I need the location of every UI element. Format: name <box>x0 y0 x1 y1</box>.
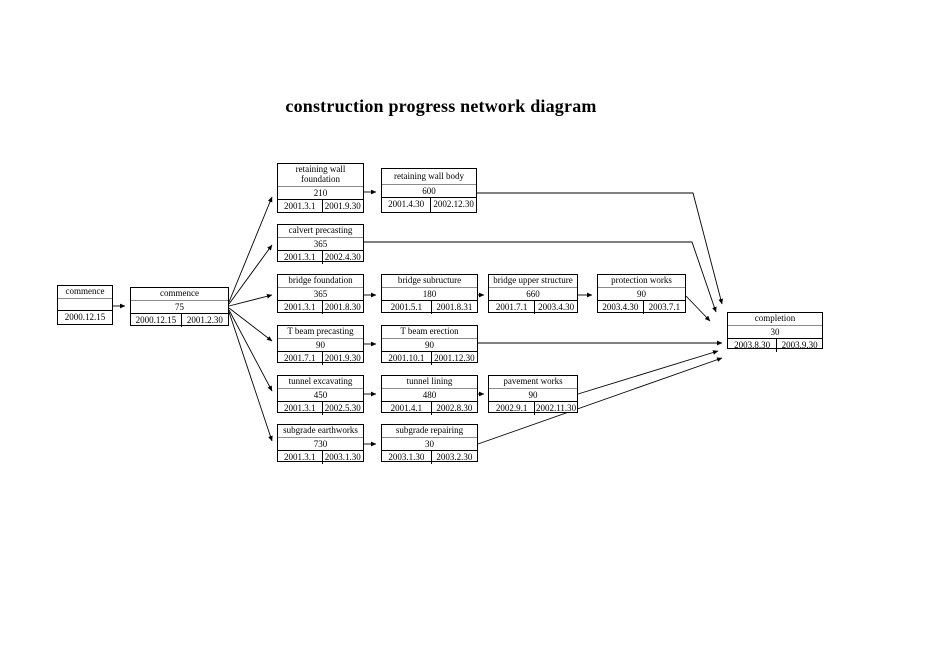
node-duration: 450 <box>278 389 363 402</box>
node-start-date: 2001.5.1 <box>382 300 432 314</box>
node-title: bridge upper structure <box>489 275 577 288</box>
node-title: commence <box>58 286 112 299</box>
node-end-date: 2001.8.31 <box>436 301 473 312</box>
arrow-connector <box>228 307 273 342</box>
node-date: 2000.12.15 <box>64 312 106 322</box>
node-subgrade-earthworks: subgrade earthworks 730 2001.3.1 2003.1.… <box>277 424 364 464</box>
node-title: retaining wall foundation <box>278 164 363 187</box>
arrow-connector <box>228 293 273 307</box>
node-start-date: 2000.12.15 <box>131 313 182 327</box>
node-duration: 365 <box>278 238 363 251</box>
node-start-date: 2002.9.1 <box>489 401 536 415</box>
node-pavement-works: pavement works 90 2002.9.1 2002.11.30 <box>488 375 578 415</box>
node-start-date: 2003.4.30 <box>598 300 644 314</box>
node-end-date: 2001.9.30 <box>324 200 361 211</box>
node-duration: 90 <box>598 288 685 301</box>
node-end-date: 2002.11.30 <box>536 402 577 413</box>
node-duration: 600 <box>382 185 476 198</box>
node-start-date: 2001.4.30 <box>382 198 432 212</box>
node-start-date: 2003.1.30 <box>382 450 432 464</box>
node-title: bridge foundation <box>278 275 363 288</box>
node-title: T beam erection <box>382 326 477 339</box>
node-end-date: 2002.5.30 <box>324 402 361 413</box>
node-duration: 480 <box>382 389 477 402</box>
node-start-date: 2001.3.1 <box>278 250 323 264</box>
node-bridge-upper-structure: bridge upper structure 660 2001.7.1 2003… <box>488 274 578 314</box>
node-t-beam-precasting: T beam precasting 90 2001.7.1 2001.9.30 <box>277 325 364 365</box>
node-duration <box>58 299 112 311</box>
node-start-date: 2001.10.1 <box>382 351 432 365</box>
node-title: pavement works <box>489 376 577 389</box>
node-duration: 90 <box>382 339 477 352</box>
node-commence-start: commence 2000.12.15 <box>57 285 113 325</box>
node-start-date: 2001.7.1 <box>278 351 323 365</box>
node-calvert-precasting: calvert precasting 365 2001.3.1 2002.4.3… <box>277 224 364 264</box>
node-title: completion <box>728 313 822 326</box>
node-title: retaining wall body <box>382 169 476 185</box>
node-duration: 90 <box>278 339 363 352</box>
node-title: T beam precasting <box>278 326 363 339</box>
node-end-date: 2003.7.1 <box>648 301 681 312</box>
node-end-date: 2003.2.30 <box>436 451 473 462</box>
node-duration: 210 <box>278 187 363 200</box>
node-duration: 180 <box>382 288 477 301</box>
arrow-connector <box>228 196 273 303</box>
node-subgrade-repairing: subgrade repairing 30 2003.1.30 2003.2.3… <box>381 424 478 464</box>
node-end-date: 2003.1.30 <box>324 451 361 462</box>
arrow-connector <box>228 244 273 305</box>
node-duration: 660 <box>489 288 577 301</box>
node-title: bridge subructure <box>382 275 477 288</box>
node-duration: 75 <box>131 301 228 314</box>
node-start-date: 2001.7.1 <box>489 300 536 314</box>
node-end-date: 2003.9.30 <box>781 339 818 350</box>
node-title: subgrade repairing <box>382 425 477 438</box>
node-end-date: 2002.8.30 <box>436 402 473 413</box>
node-end-date: 2003.4.30 <box>538 301 575 312</box>
node-end-date: 2001.8.30 <box>324 301 361 312</box>
node-start-date: 2001.4.1 <box>382 401 432 415</box>
node-start-date: 2003.8.30 <box>728 338 778 352</box>
node-bridge-foundation: bridge foundation 365 2001.3.1 2001.8.30 <box>277 274 364 314</box>
node-duration: 90 <box>489 389 577 402</box>
node-end-date: 2002.4.30 <box>324 251 361 262</box>
node-retaining-wall-body: retaining wall body 600 2001.4.30 2002.1… <box>381 168 477 213</box>
node-title: tunnel lining <box>382 376 477 389</box>
node-commence: commence 75 2000.12.15 2001.2.30 <box>130 287 229 327</box>
node-title: protection works <box>598 275 685 288</box>
node-title: commence <box>131 288 228 301</box>
node-start-date: 2001.3.1 <box>278 300 323 314</box>
node-duration: 730 <box>278 438 363 451</box>
node-end-date: 2001.12.30 <box>434 352 475 363</box>
node-title: subgrade earthworks <box>278 425 363 438</box>
node-end-date: 2001.2.30 <box>186 314 223 325</box>
arrow-connector <box>228 309 273 392</box>
node-start-date: 2001.3.1 <box>278 401 323 415</box>
node-duration: 30 <box>728 326 822 339</box>
node-start-date: 2001.3.1 <box>278 450 323 464</box>
diagram-title: construction progress network diagram <box>285 96 597 116</box>
arrow-connector <box>228 311 273 442</box>
arrow-connector <box>685 295 711 322</box>
node-title: calvert precasting <box>278 225 363 238</box>
node-duration: 30 <box>382 438 477 451</box>
node-t-beam-erection: T beam erection 90 2001.10.1 2001.12.30 <box>381 325 478 365</box>
node-tunnel-excavating: tunnel excavating 450 2001.3.1 2002.5.30 <box>277 375 364 415</box>
arrow-connector <box>577 350 719 395</box>
node-tunnel-lining: tunnel lining 480 2001.4.1 2002.8.30 <box>381 375 478 415</box>
node-duration: 365 <box>278 288 363 301</box>
node-end-date: 2002.12.30 <box>433 199 474 209</box>
node-end-date: 2001.9.30 <box>324 352 361 363</box>
node-protection-works: protection works 90 2003.4.30 2003.7.1 <box>597 274 686 314</box>
node-title: tunnel excavating <box>278 376 363 389</box>
node-bridge-substructure: bridge subructure 180 2001.5.1 2001.8.31 <box>381 274 478 314</box>
node-start-date: 2001.3.1 <box>278 199 323 213</box>
node-completion: completion 30 2003.8.30 2003.9.30 <box>727 312 823 352</box>
node-retaining-wall-foundation: retaining wall foundation 210 2001.3.1 2… <box>277 163 364 213</box>
